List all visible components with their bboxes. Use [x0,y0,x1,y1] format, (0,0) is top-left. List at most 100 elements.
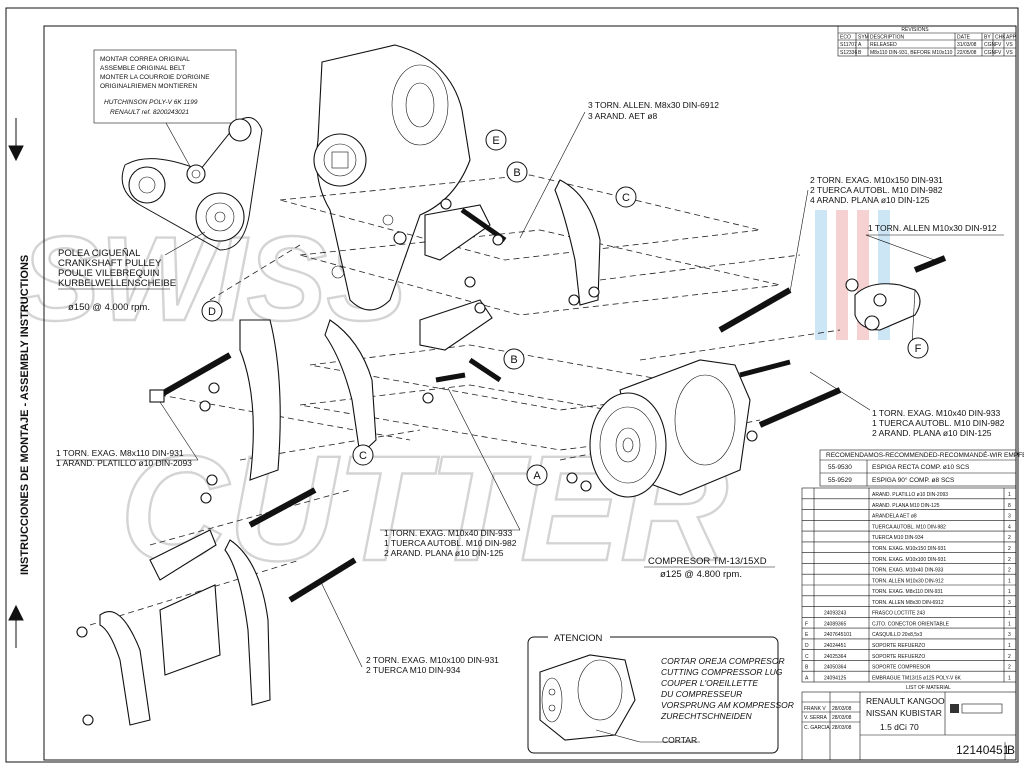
bom-qty: 2 [1008,535,1011,541]
rev-cell: FV [995,50,1002,56]
drawn-date-3: 28/03/08 [832,725,852,731]
recommended-table: RECOMENDAMOS-RECOMMENDED-RECOMMANDÉ-WIR … [819,449,1024,487]
bom-description: SOPORTE REFUERZO [872,654,925,660]
bom-description: ARAND. PLANA M10 DIN-125 [872,503,940,509]
bom-description: SOPORTE COMPRESOR [872,665,931,671]
compressor-illustration [589,359,751,498]
bom-qty: 2 [1008,546,1011,552]
bom-qty: 3 [1008,600,1011,606]
drawn-date-1: 28/03/08 [832,706,852,712]
bom-sym: D [805,643,809,649]
bom-sym: A [805,675,809,681]
m8x110-line-2: 1 ARAND. PLATILLO ø10 DIN-2093 [56,458,192,468]
bom-qty: 4 [1008,524,1011,530]
bom-sym: B [805,665,809,671]
part-label-circle [615,186,637,208]
rev-cell: S12336 [840,50,857,56]
rev-header-cell: DATE [957,35,971,41]
atencion-title: ATENCION [554,633,603,644]
bom-part-no: 24024451 [824,643,846,649]
watermark-stripe-red [836,210,848,340]
belt-line-3: MONTER LA COURROIE D'ORIGINE [100,74,210,81]
bom-qty: 3 [1008,632,1011,638]
callout-exag-m10x40-center: 1 TORN. EXAG. M10x40 DIN-933 1 TUERCA AU… [380,387,521,558]
rev-cell: B [858,50,862,56]
belt-drive-illustration [121,117,263,256]
company-logo-mark [961,703,1003,714]
m10x150-line-2: 2 TUERCA AUTOBL. M10 DIN-982 [810,185,943,195]
bom-description: CJTO. CONECTOR ORIENTABLE [872,621,950,627]
m10x100-line-2: 2 TUERCA M10 DIN-934 [366,665,461,675]
rev-cell: 31/03/08 [957,42,977,48]
part-label-letter: E [492,135,499,147]
bom-description: TORN. EXAG. M10x40 DIN-933 [872,568,944,574]
part-label-letter: B [513,167,520,179]
inner-border [43,25,1017,761]
recommended-title: RECOMENDAMOS-RECOMMENDED-RECOMMANDÉ-WIR … [826,450,1024,459]
company-logo-icon [950,704,959,713]
bom-part-no: 24089365 [824,621,846,627]
recommended-desc-2: ESPIGA 90° COMP. ø8 SCS [872,476,955,484]
bom-part-no: 24093243 [824,611,846,617]
part-label-circle [503,348,525,370]
bom-description: TORN. ALLEN M8x30 DIN-6912 [872,600,944,606]
part-label-letter: F [915,343,922,355]
m10x40c-line-2: 1 TUERCA AUTOBL. M10 DIN-982 [384,538,517,548]
fasteners [76,198,947,726]
allen-m8-line-2: 3 ARAND. AET ø8 [588,111,658,121]
atencion-line-1: CORTAR OREJA COMPRESOR [661,656,785,666]
allen-m10-line-1: 1 TORN. ALLEN M10x30 DIN-912 [868,223,997,233]
rev-cell: A [858,42,862,48]
bom-qty: 2 [1008,654,1011,660]
connector-f-illustration [845,278,921,346]
bom-description: ARANDELA AET ø8 [872,514,917,520]
revisions-title: REVISIONS [901,27,929,33]
vehicle-line-1: RENAULT KANGOO [866,696,945,706]
belt-line-5: HUTCHINSON POLY-V 6K 1199 [104,99,198,106]
drawn-name-1: FRANK V [804,706,826,712]
drawn-date-2: 28/03/08 [832,715,852,721]
bom-description: TORN. EXAG. M10x150 DIN-931 [872,546,946,552]
part-label-circle [907,337,929,359]
vehicle-line-2: NISSAN KUBISTAR [866,708,942,718]
rev-cell: CGN [984,42,996,48]
rev-cell: RELEASED [870,42,897,48]
bom-description: FRASCO LOCTITE 243 [872,611,925,617]
m10x40r-line-2: 1 TUERCA AUTOBL. M10 DIN-982 [872,418,1005,428]
pulley-line-4: KURBELWELLENSCHEIBE [58,278,176,289]
pulley-line-1: POLEA CIGUEÑAL [58,248,140,259]
part-label-letter: A [533,470,541,482]
pulley-line-3: POULIE VILEBREQUIN [58,268,160,279]
bom-description: EMBRAGUE TM13/15 ø125 POLY-V 6K [872,675,962,681]
recommended-code-2: 55-9529 [828,477,852,484]
rev-cell: M8x110 DIN-931, BEFORE M10x110 [870,50,953,56]
m10x40r-line-3: 2 ARAND. PLANA ø10 DIN-125 [872,428,992,438]
bom-description: TUERCA M10 DIN-934 [872,535,924,541]
bom-part-no: 2407645101 [824,632,852,638]
bom-qty: 1 [1008,578,1011,584]
bom-qty: 2 [1008,557,1011,563]
drawn-name-3: C. GARCIA [804,725,830,731]
compressor-lug-illustration [539,654,636,741]
m10x40r-line-1: 1 TORN. EXAG. M10x40 DIN-933 [872,408,1000,418]
atencion-box: ATENCION CORTAR OREJA COMPRESOR CUTTING … [527,630,794,754]
rev-cell: S11707 [840,42,857,48]
m10x40c-line-3: 2 ARAND. PLANA ø10 DIN-125 [384,548,504,558]
compressor-speed: ø125 @ 4.800 rpm. [660,569,742,580]
bom-footer: LIST OF MATERIAL [906,685,951,691]
belt-line-2: ASSEMBLE ORIGINAL BELT [100,65,185,72]
callout-exag-m10x150: 2 TORN. EXAG. M10x150 DIN-931 2 TUERCA A… [789,175,943,293]
bom-description: TORN. EXAG. M10x100 DIN-931 [872,557,946,563]
side-strip: INSTRUCCIONES DE MONTAJE - ASSEMBLY INST… [8,118,31,648]
alternator-illustration [313,44,471,311]
belt-line-1: MONTAR CORREA ORIGINAL [100,56,190,63]
bom-qty: 1 [1008,492,1011,498]
rev-header-cell: CHK [995,35,1006,41]
atencion-line-6: ZURECHTSCHNEIDEN [660,711,753,721]
bom-qty: 2 [1008,568,1011,574]
bom-qty: 8 [1008,503,1011,509]
m10x40c-line-1: 1 TORN. EXAG. M10x40 DIN-933 [384,528,512,538]
